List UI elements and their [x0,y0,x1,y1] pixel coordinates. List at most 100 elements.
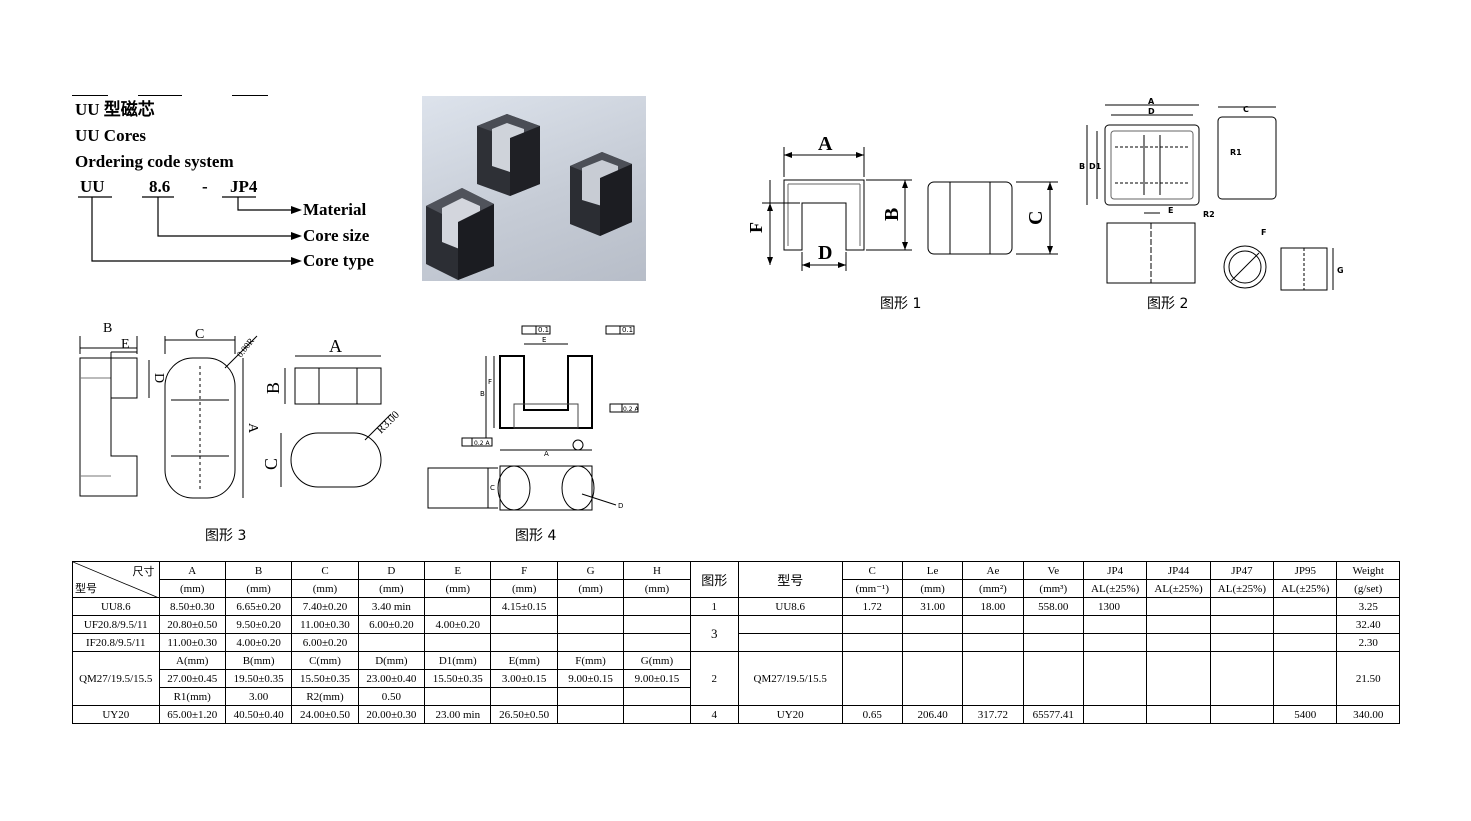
row-uu86-le: 31.00 [901,597,964,616]
qm-r-empty-1 [424,687,492,706]
row-uy20-weight: 340.00 [1336,705,1400,724]
row-if20-a: 11.00±0.30 [158,633,226,652]
unit-ve: (mm³) [1022,579,1084,598]
row-qm-weight: 21.50 [1336,651,1400,706]
head-c1: C [841,561,903,580]
al-jp4: AL(±25%) [1082,579,1148,598]
row-qm-d1: 15.50±0.35 [424,669,492,688]
fig2-label-a: A [1148,97,1155,106]
table-row: 27.00±0.45 19.50±0.35 15.50±0.35 23.00±0… [73,669,1400,688]
head-jp47: JP47 [1209,561,1275,580]
row-uy20-jp47 [1209,705,1275,724]
row-if20-jp44 [1146,633,1211,652]
qm-r2-label: R2(mm) [291,687,359,706]
qm-r2-value: 0.50 [357,687,426,706]
al-jp47: AL(±25%) [1209,579,1275,598]
table-row: IF20.8/9.5/11 11.00±0.30 4.00±0.20 6.00±… [72,633,1400,652]
fig1-label-c: C [1025,211,1047,225]
row-fig3-group: 3 [689,615,739,652]
row-uy20-e: 23.00 min [424,705,492,724]
row-uf20-c1 [841,615,903,634]
table-row: UU8.6 8.50±0.30 6.65±0.20 7.40±0.20 3.40… [72,597,1400,616]
head-le: Le [901,561,964,580]
row-uy20-b: 40.50±0.40 [224,705,293,724]
row-if20-weight: 2.30 [1336,633,1400,652]
row-uy20-h [623,705,691,724]
head-c: C [291,561,359,580]
row-uf20-c: 11.00±0.30 [291,615,359,634]
fig3-label-c: C [195,327,204,342]
unit-e: (mm) [424,579,492,598]
row-uf20-weight: 32.40 [1336,615,1400,634]
row-qm-c: 15.50±0.35 [291,669,359,688]
row-uf20-jp95 [1273,615,1338,634]
unit-f: (mm) [490,579,558,598]
row-uy20-f: 26.50±0.50 [490,705,558,724]
row-uf20-ae [962,615,1024,634]
row-uf20-b: 9.50±0.20 [224,615,293,634]
row-uu86-ae: 18.00 [962,597,1024,616]
row-uy20-c1: 0.65 [841,705,903,724]
figure-4-drawing: E F B A C D 0.1 0.1 0.2 A 0.2 A [427,325,639,511]
row-uu86-h [623,597,691,616]
unit-weight: (g/set) [1336,579,1400,598]
fig3-label-d: D [151,373,166,383]
row-uf20-a: 20.80±0.50 [158,615,226,634]
table-row: UY20 65.00±1.20 40.50±0.40 24.00±0.50 20… [72,705,1400,724]
table-unit-row: (mm) (mm) (mm) (mm) (mm) (mm) (mm) (mm) … [73,579,1400,598]
row-uf20-model: UF20.8/9.5/11 [72,615,160,634]
fig3-label-r3: R3.00 [375,408,403,436]
qm-sub-b: B(mm) [224,651,293,670]
unit-a: (mm) [158,579,226,598]
row-uf20-jp47 [1209,615,1275,634]
fig2-label-r2: R2 [1203,210,1215,219]
row-if20-jp47 [1209,633,1275,652]
qm-sub-g: G(mm) [623,651,691,670]
corner-cell: 尺寸 型号 [72,561,160,598]
row-qm-jp4 [1082,651,1148,706]
head-fig: 图形 [689,561,739,598]
row-uu86-jp44 [1146,597,1211,616]
row-if20-e [424,633,492,652]
head-jp4: JP4 [1082,561,1148,580]
fig2-label-e: E [1168,206,1173,215]
qm-sub-d: D(mm) [357,651,426,670]
fig4-tol-4: 0.2 A [474,440,490,447]
row-uf20-jp44 [1146,615,1211,634]
fig3-label-b2: B [263,382,283,394]
row-qm-model: QM27/19.5/15.5 [72,651,160,706]
qm-sub-a: A(mm) [158,651,226,670]
row-qm-fig: 2 [689,651,739,706]
row-if20-f [490,633,558,652]
table-row: R1(mm) 3.00 R2(mm) 0.50 [73,687,1400,706]
core-photo [422,96,646,281]
row-uu86-c1: 1.72 [841,597,903,616]
row-uy20-le: 206.40 [901,705,964,724]
row-uu86-model2: UU8.6 [737,597,843,616]
unit-d: (mm) [357,579,426,598]
fig4-label-c: C [490,484,495,492]
title-cn: UU 型磁芯 [75,100,155,119]
code-size: 8.6 [149,177,171,196]
fig2-label-f: F [1261,228,1266,237]
fig4-label-e: E [542,336,546,344]
figure-4-caption: 图形 4 [515,528,557,544]
figure-3-drawing: B E C D A 0.00R A B C R3.00 [79,321,403,499]
row-qm-f: 9.00±0.15 [556,669,625,688]
head-f: F [490,561,558,580]
qm-r-empty-2 [490,687,558,706]
row-qm-ae [962,651,1024,706]
fig2-label-r1: R1 [1230,148,1242,157]
row-uy20-c: 24.00±0.50 [291,705,359,724]
row-uy20-d: 20.00±0.30 [357,705,426,724]
fig4-tol-3: 0.2 A [623,406,639,413]
row-uy20-ae: 317.72 [962,705,1024,724]
corner-bottom-label: 型号 [75,583,97,595]
row-uy20-ve: 65577.41 [1022,705,1084,724]
head-d: D [357,561,426,580]
row-uf20-model2 [737,615,843,634]
corner-top-label: 尺寸 [132,566,155,578]
row-qm-a: 27.00±0.45 [158,669,226,688]
row-uy20-jp4 [1082,705,1148,724]
qm-sub-c: C(mm) [291,651,359,670]
